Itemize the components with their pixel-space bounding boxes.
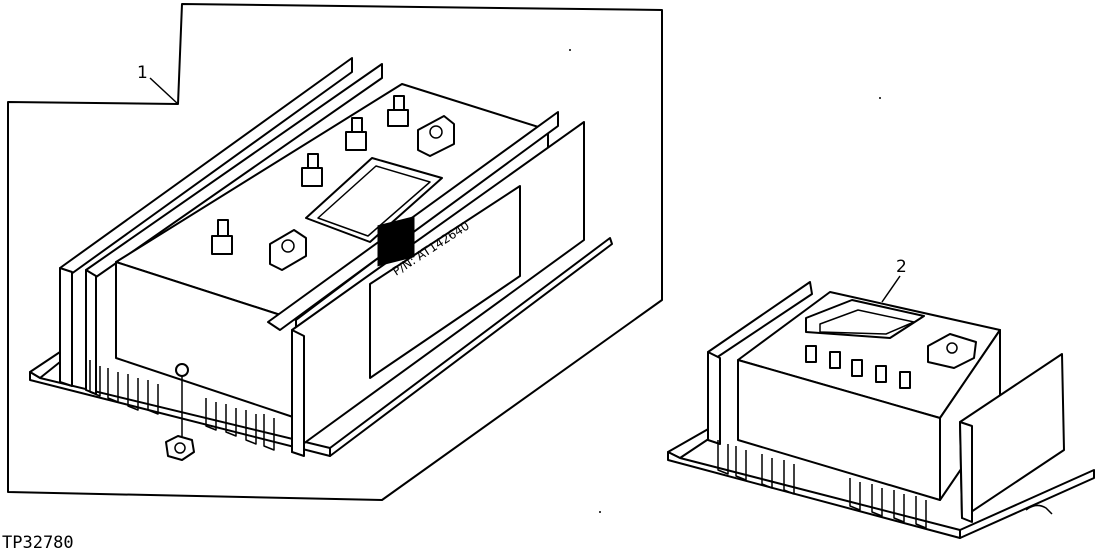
- nut-icon: [165, 435, 195, 461]
- controller-assembly-2: [667, 281, 1095, 539]
- connector-icon: [269, 115, 455, 271]
- callout-1-boundary: [7, 3, 663, 501]
- callout-2: 2: [881, 257, 907, 303]
- heat-sink-fins-1: [89, 360, 275, 451]
- callout-1-label: 1: [137, 63, 148, 83]
- figure-id-label: TP32780: [2, 533, 74, 553]
- heat-sink-fins-2: [717, 440, 927, 529]
- terminal-stud-icon: [211, 95, 409, 255]
- callout-1: 1: [137, 63, 179, 105]
- deere-logo-icon: [377, 216, 415, 348]
- controller-assembly-1: P/N: AT142640: [29, 57, 613, 461]
- callout-2-label: 2: [896, 257, 907, 277]
